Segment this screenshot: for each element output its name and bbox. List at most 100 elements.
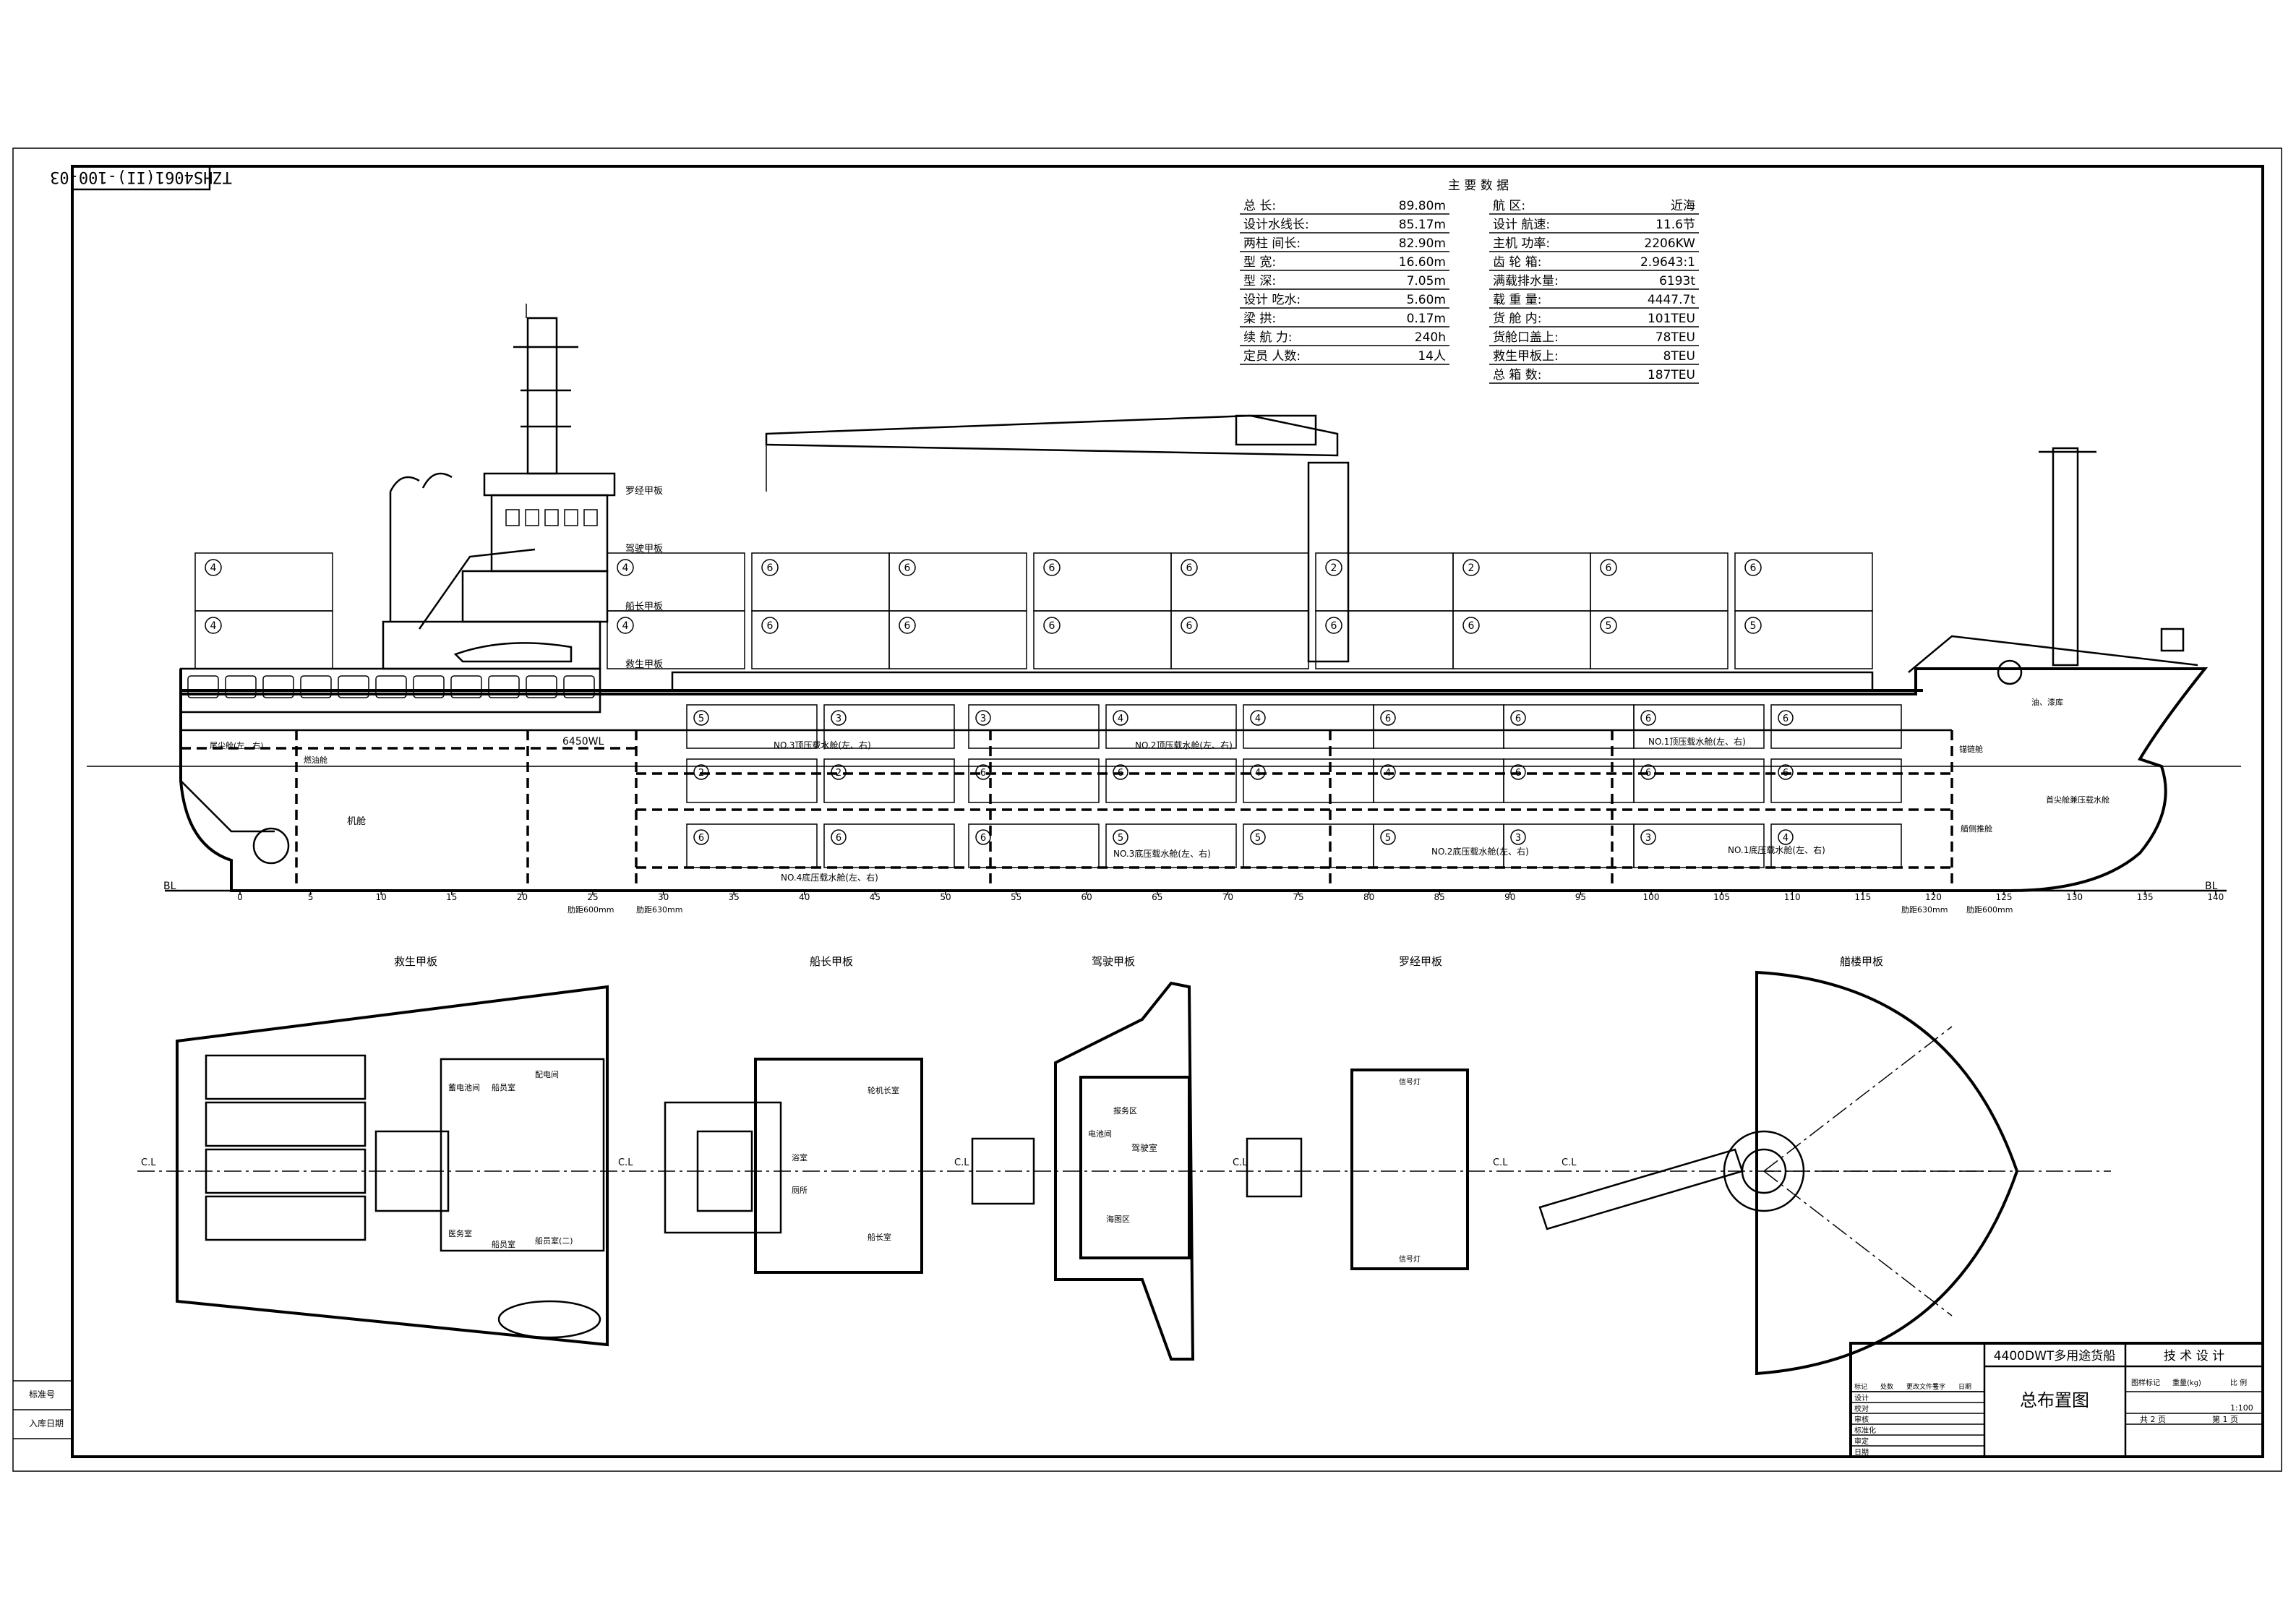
hold-container — [1770, 758, 1902, 803]
data-label: 设计 吃水: — [1243, 293, 1301, 307]
window — [505, 509, 520, 526]
tier-marker — [761, 617, 779, 634]
tier-number: 5 — [698, 714, 704, 724]
side-label-date: 入库日期 — [29, 1418, 64, 1429]
weight-label: 重量(kg) — [2172, 1378, 2201, 1387]
data-value: 82.90m — [1399, 236, 1446, 251]
label-boat-deck: 救生甲板 — [625, 659, 663, 670]
tier-marker — [693, 829, 709, 845]
tb-header-cell: 标记 — [1854, 1382, 1867, 1391]
bridge-house — [490, 494, 609, 573]
tier-marker — [1744, 559, 1762, 576]
data-label: 梁 拱: — [1243, 312, 1276, 326]
tier-marker — [205, 617, 222, 634]
tier-number: 5 — [1750, 620, 1757, 632]
boat-deck-house-plan — [440, 1058, 605, 1252]
hold-container — [1105, 704, 1237, 749]
tank-label: NO.2底压载水舱(左、右) — [1431, 846, 1529, 857]
data-value: 0.17m — [1407, 312, 1446, 326]
container-bay — [1590, 610, 1729, 669]
frame-number: 115 — [1854, 892, 1871, 902]
room-label: 首尖舱兼压载水舱 — [2046, 795, 2109, 805]
window — [526, 675, 557, 698]
data-value: 4447.7t — [1648, 293, 1695, 307]
title-block-rows: 设计校对审核标准化审定日期标记处数更改文件号签字日期 — [1851, 1382, 1984, 1457]
container-bay — [1590, 552, 1729, 612]
data-value: 85.17m — [1399, 218, 1446, 232]
tier-number: 5 — [1606, 620, 1612, 632]
tier-number: 4 — [1783, 833, 1789, 844]
hold-container — [1633, 704, 1765, 749]
tier-number: 6 — [1645, 768, 1651, 779]
data-value: 187TEU — [1648, 368, 1695, 382]
captain-deck-wing — [664, 1101, 782, 1234]
tier-number: 6 — [1186, 562, 1193, 574]
tier-marker — [1250, 710, 1266, 726]
tier-marker — [899, 617, 916, 634]
drawing-number: TZHS4061(II)-100-03 — [50, 168, 232, 186]
hold-container — [686, 704, 818, 749]
tier-marker — [1181, 559, 1198, 576]
room-label: 医务室 — [448, 1228, 472, 1238]
data-value: 16.60m — [1399, 255, 1446, 270]
tier-marker — [1462, 559, 1480, 576]
tier-number: 6 — [767, 562, 774, 574]
data-value: 89.80m — [1399, 199, 1446, 213]
forecastle-plan-outline — [1755, 970, 2019, 1376]
container-slot — [205, 1195, 367, 1241]
hold-container — [1503, 823, 1635, 868]
funnel-top — [971, 1137, 1035, 1205]
room-label: 电池间 — [1088, 1129, 1112, 1139]
tb-header-cell: 签字 — [1932, 1382, 1945, 1391]
forecastle — [1908, 635, 2198, 673]
outer-frame — [12, 147, 2282, 1472]
room-label: 配电间 — [535, 1070, 559, 1079]
tier-number: 3 — [1645, 833, 1651, 844]
tier-number: 6 — [1783, 768, 1789, 779]
frame-number: 110 — [1784, 892, 1801, 902]
container-slot — [205, 1148, 367, 1194]
tier-marker — [1744, 617, 1762, 634]
hold-container — [1243, 823, 1374, 868]
label-bridge-deck: 驾驶甲板 — [625, 544, 663, 554]
room-label: 驾驶室 — [1131, 1142, 1157, 1153]
container-bay — [607, 610, 745, 669]
tier-marker — [975, 764, 991, 780]
hold-container — [1373, 704, 1504, 749]
window — [564, 509, 578, 526]
boat-deck-outline — [176, 985, 609, 1347]
data-label: 总 箱 数: — [1493, 368, 1542, 382]
tank-label: NO.1底压载水舱(左、右) — [1728, 844, 1825, 855]
window — [525, 509, 539, 526]
captain-deck-house-plan — [754, 1058, 923, 1274]
data-value: 6193t — [1659, 274, 1695, 288]
room-label: 燃油舱 — [304, 755, 327, 765]
container-bay — [888, 610, 1027, 669]
funnel-casing — [696, 1130, 753, 1212]
profile-view: BL BL — [87, 304, 2241, 915]
aft-mast — [526, 317, 558, 475]
sheet-number: 第 1 页 — [2212, 1414, 2238, 1424]
tier-number: 4 — [1118, 714, 1123, 724]
poop-windows — [187, 675, 595, 698]
deck-plans: C.L C.L C.L C.L C.L C.L 救生甲板 蓄电池间 船员室 配电… — [137, 955, 2111, 1376]
tier-number: 6 — [698, 833, 704, 844]
hold-container — [1770, 704, 1902, 749]
data-value: 14人 — [1418, 349, 1446, 364]
tier-number: 2 — [1331, 562, 1337, 574]
sheets-total: 共 2 页 — [2140, 1415, 2166, 1424]
tier-marker — [975, 829, 991, 845]
hold-container — [1633, 758, 1765, 803]
room-label: 船员室 — [492, 1239, 515, 1249]
container-bay — [1315, 610, 1454, 669]
window — [262, 675, 294, 698]
drawing-number-box — [71, 165, 211, 191]
container-slot — [205, 1054, 367, 1100]
window — [300, 675, 332, 698]
window — [488, 675, 520, 698]
tier-number: 6 — [904, 562, 911, 574]
cl-label: C.L — [1493, 1157, 1508, 1168]
